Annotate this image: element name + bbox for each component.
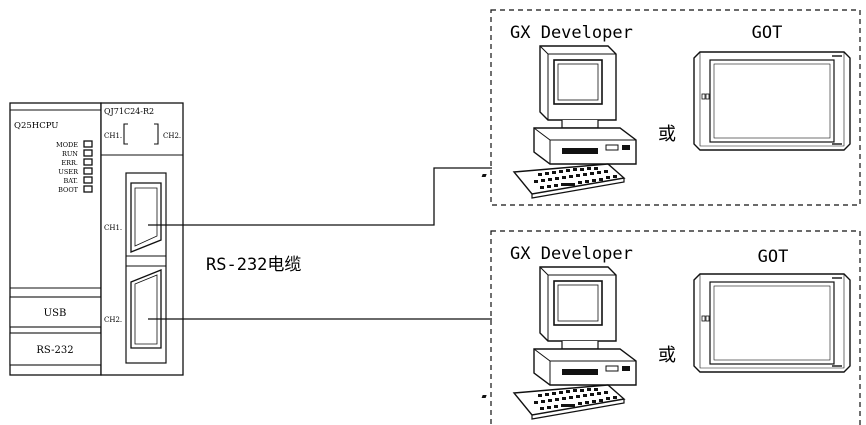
got-drawing-1 <box>693 51 851 151</box>
led-label-boot: BOOT <box>58 186 79 194</box>
ch2-top-label: CH2. <box>163 132 181 140</box>
ch1-label: CH1. <box>104 224 122 232</box>
ch2-connector <box>130 269 162 349</box>
led-bat-indicator <box>83 176 93 184</box>
usb-port-label: USB <box>44 308 67 319</box>
ch1-connector <box>130 182 162 253</box>
software-label-2: GX Developer <box>510 244 633 264</box>
led-indicators <box>83 140 93 193</box>
got-label-2: GOT <box>758 247 789 267</box>
serial-module: QJ71C24-R2 CH1. CH2. CH1. CH2. <box>100 102 184 376</box>
device-group-2: GX Developer GOT 或 <box>480 230 861 425</box>
led-label-user: USER <box>58 168 79 176</box>
led-mode-indicator <box>83 140 93 148</box>
ch2-label: CH2. <box>104 316 122 324</box>
led-label-run: RUN <box>62 150 78 158</box>
ch1-cable <box>148 167 492 226</box>
or-label-1: 或 <box>658 124 676 145</box>
led-err-indicator <box>83 158 93 166</box>
rs232-port-label: RS-232 <box>36 345 73 356</box>
led-label-mode: MODE <box>56 141 78 149</box>
cable-label: RS-232电缆 <box>206 255 301 275</box>
device-group-1: GX Developer GOT 或 <box>480 9 861 206</box>
pc-drawing-1 <box>480 45 637 199</box>
led-label-err: ERR. <box>61 159 78 167</box>
software-label-1: GX Developer <box>510 23 633 43</box>
cpu-module: Q25HCPU MODE RUN ERR. USER BAT. BOOT USB… <box>9 102 102 376</box>
led-boot-indicator <box>83 185 93 193</box>
pc-drawing-2 <box>480 266 637 420</box>
cpu-model-label: Q25HCPU <box>14 121 58 131</box>
rs232-port <box>9 332 102 366</box>
ch1-top-label: CH1. <box>104 132 122 140</box>
cpu-led-panel: MODE RUN ERR. USER BAT. BOOT <box>56 141 79 194</box>
usb-port <box>9 296 102 328</box>
serial-module-model: QJ71C24-R2 <box>104 107 154 116</box>
or-label-2: 或 <box>658 345 676 366</box>
led-run-indicator <box>83 149 93 157</box>
got-label-1: GOT <box>752 23 783 43</box>
led-label-bat: BAT. <box>63 177 78 185</box>
got-drawing-2 <box>693 273 851 373</box>
led-user-indicator <box>83 167 93 175</box>
